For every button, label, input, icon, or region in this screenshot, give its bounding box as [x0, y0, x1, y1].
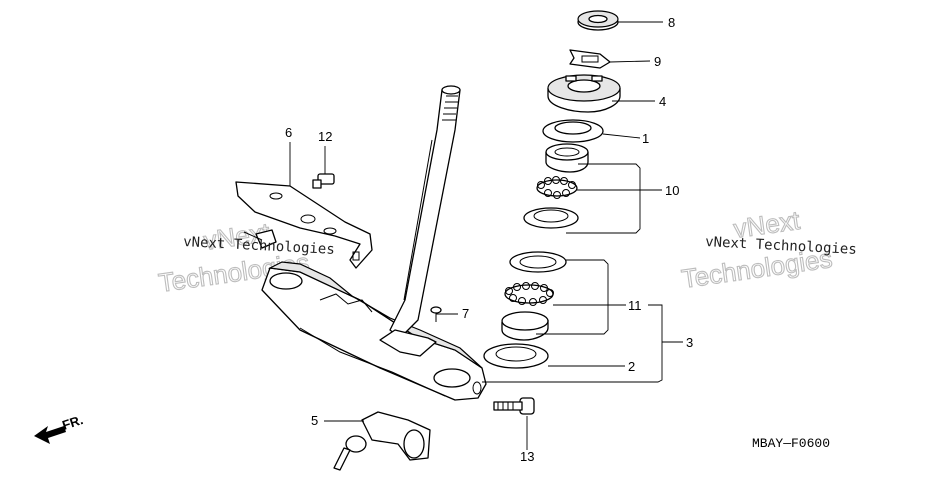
callout-3: 3 [686, 335, 693, 350]
callout-9: 9 [654, 54, 661, 69]
watermark-small-right: vNext Technologies [705, 234, 857, 258]
nut-part-8 [577, 10, 619, 31]
steering-stem-shaft [379, 85, 461, 357]
callout-6: 6 [285, 125, 292, 140]
bearing-set-part-10 [523, 143, 589, 229]
callout-13: 13 [520, 449, 534, 464]
callout-5: 5 [311, 413, 318, 428]
bolt-small-left [243, 229, 277, 249]
seal-part-2 [483, 343, 549, 369]
front-direction-arrow: FR. [34, 412, 85, 444]
callout-4: 4 [659, 94, 666, 109]
screw-part-7 [430, 306, 442, 322]
callout-labels: 8 9 4 1 10 11 3 2 6 12 7 5 13 [285, 15, 693, 464]
front-label: FR. [60, 412, 85, 433]
steering-lock-part-5 [333, 411, 431, 471]
callout-11: 11 [628, 298, 642, 313]
callout-1: 1 [642, 131, 649, 146]
bracket-part-6 [235, 181, 373, 269]
diagram-code: MBAY—F0600 [752, 436, 830, 451]
callout-12: 12 [318, 129, 332, 144]
callout-7: 7 [462, 306, 469, 321]
leader-lines [289, 21, 683, 450]
arrow-left-icon [34, 426, 66, 444]
seal-part-1 [542, 119, 604, 143]
callout-2: 2 [628, 359, 635, 374]
watermark-small-left: vNext Technologies [183, 234, 335, 258]
callout-8: 8 [668, 15, 675, 30]
bearing-set-part-11 [501, 251, 567, 341]
bolt-part-13 [493, 397, 535, 415]
bottom-bridge [261, 261, 487, 401]
bolt-part-12 [312, 173, 335, 189]
callout-10: 10 [665, 183, 679, 198]
nut-part-4 [547, 74, 621, 113]
washer-part-9 [569, 49, 611, 69]
